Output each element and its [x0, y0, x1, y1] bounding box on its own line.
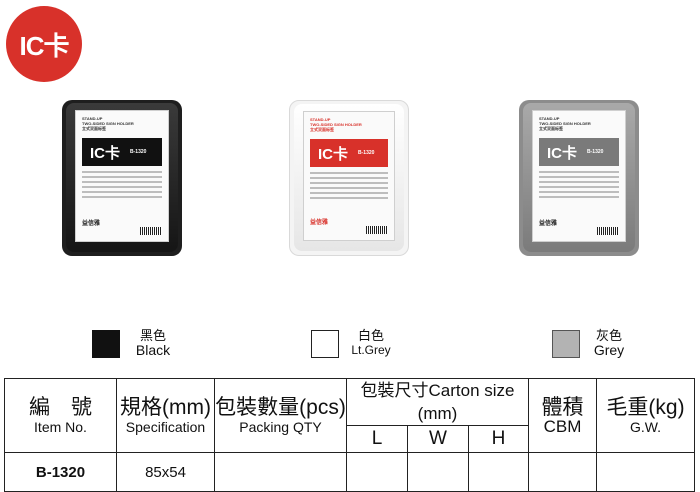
- card-title: IC卡: [547, 144, 578, 162]
- grey-color-swatch: [552, 330, 580, 358]
- card-logo: 益信雅: [310, 220, 329, 226]
- grey-color-label: 灰色 Grey: [593, 328, 625, 358]
- header-gross-weight: 毛重(kg) G.W.: [596, 378, 695, 453]
- specification-table: 編 號 Item No. 規格(mm) Specification 包裝數量(p…: [4, 378, 695, 492]
- black-color-label: 黑色 Black: [135, 328, 171, 358]
- header-carton-size: 包裝尺寸Carton size (mm): [346, 378, 529, 426]
- sign-holder-card-insert: STAND-UP TWO-SIDED SIGN HOLDER 立式双面标签 IC…: [532, 110, 626, 242]
- white-color-label: 白色 Lt.Grey: [351, 328, 391, 357]
- card-header-text: STAND-UP TWO-SIDED SIGN HOLDER 立式双面标签: [310, 117, 362, 132]
- cell-carton-h: [468, 452, 529, 492]
- card-logo: 益信雅: [82, 221, 101, 227]
- cell-carton-l: [346, 452, 408, 492]
- barcode-icon: [597, 227, 619, 235]
- header-packing-qty: 包裝數量(pcs) Packing QTY: [214, 378, 347, 453]
- card-title-band: IC卡 B-1320: [82, 138, 162, 166]
- card-model: B-1320: [358, 150, 375, 156]
- header-cbm: 體積 CBM: [528, 378, 597, 453]
- cell-item-no: B-1320: [4, 452, 117, 492]
- sign-holder-card-insert: STAND-UP TWO-SIDED SIGN HOLDER 立式双面标签 IC…: [75, 110, 169, 242]
- card-title-band: IC卡 B-1320: [310, 139, 388, 167]
- black-color-swatch: [92, 330, 120, 358]
- card-title: IC卡: [318, 145, 349, 163]
- cell-gross-weight: [596, 452, 695, 492]
- card-title: IC卡: [90, 144, 121, 162]
- header-carton-w: W: [407, 425, 469, 453]
- card-header-text: STAND-UP TWO-SIDED SIGN HOLDER 立式双面标签: [82, 116, 134, 131]
- black-sign-holder-image: STAND-UP TWO-SIDED SIGN HOLDER 立式双面标签 IC…: [62, 100, 182, 256]
- header-carton-h: H: [468, 425, 529, 453]
- card-title-band: IC卡 B-1320: [539, 138, 619, 166]
- cell-specification: 85x54: [116, 452, 215, 492]
- table-row: B-1320 85x54: [4, 452, 695, 492]
- header-item-no: 編 號 Item No.: [4, 378, 117, 453]
- header-carton-l: L: [346, 425, 408, 453]
- card-logo: 益信雅: [539, 221, 558, 227]
- card-model: B-1320: [130, 149, 147, 155]
- ic-card-badge: IC卡: [6, 6, 82, 82]
- card-header-text: STAND-UP TWO-SIDED SIGN HOLDER 立式双面标签: [539, 116, 591, 131]
- header-specification: 規格(mm) Specification: [116, 378, 215, 453]
- white-color-swatch: [311, 330, 339, 358]
- sign-holder-card-insert: STAND-UP TWO-SIDED SIGN HOLDER 立式双面标签 IC…: [303, 111, 395, 241]
- barcode-icon: [140, 227, 162, 235]
- white-sign-holder-image: STAND-UP TWO-SIDED SIGN HOLDER 立式双面标签 IC…: [289, 100, 409, 256]
- grey-sign-holder-image: STAND-UP TWO-SIDED SIGN HOLDER 立式双面标签 IC…: [519, 100, 639, 256]
- barcode-icon: [366, 226, 388, 234]
- card-model: B-1320: [587, 149, 604, 155]
